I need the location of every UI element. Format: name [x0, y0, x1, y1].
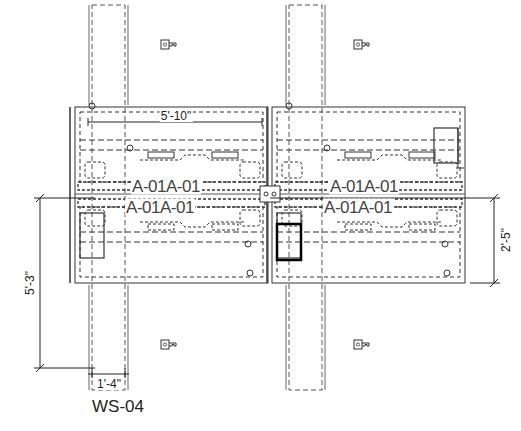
- tag-text: A-01A-01: [323, 199, 393, 216]
- dimension-text: 1'-4": [96, 378, 122, 390]
- dimension-text: 5'-10": [160, 110, 193, 122]
- tag-text: A-01A-01: [125, 199, 195, 216]
- tag-text: A-01A-01: [329, 178, 399, 195]
- dimension-text: 2'-5": [500, 227, 512, 253]
- dimension-text: 5'-3": [24, 270, 36, 296]
- workstation-label: WS-04: [92, 398, 144, 415]
- tag-text: A-01A-01: [131, 178, 201, 195]
